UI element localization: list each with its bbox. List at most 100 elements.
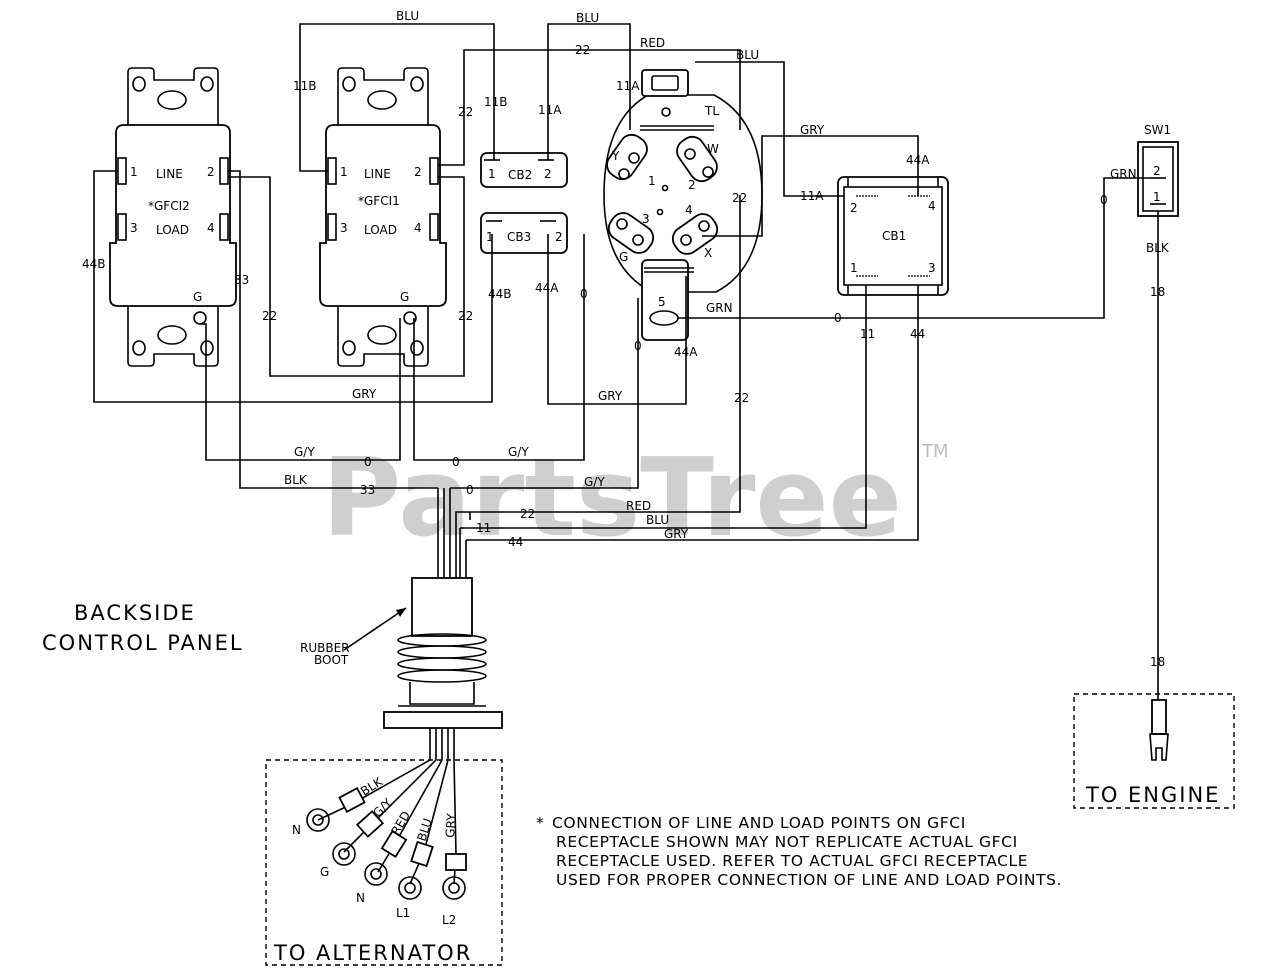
wires [93,23,1159,700]
ring-l2 [442,876,466,900]
footnote: * CONNECTION OF LINE AND LOAD POINTS ON … [536,814,1061,889]
label-blu-top3: BLU [736,48,759,62]
alt-wire-red: RED [388,809,413,838]
note-line-1: CONNECTION OF LINE AND LOAD POINTS ON GF… [552,814,966,832]
gfci1-ground-screw [403,311,417,325]
tl-w: W [707,142,719,156]
label-22-g1: 22 [458,309,473,323]
gfci2-load-label: LOAD [156,223,189,237]
gfci2-ground-screw [193,311,207,325]
wire-44b [93,170,493,403]
cb3-name: CB3 [507,230,531,244]
wire-0-tl [450,298,639,489]
gfci1-bottom-ear [337,305,429,367]
label-blk-sw: BLK [1146,241,1170,255]
note-marker: * [536,814,544,832]
label-22-gfci1: 22 [458,105,473,119]
gfci1-load-label: LOAD [364,223,397,237]
label-33: 33 [234,273,249,287]
cb1-t4: 4 [928,199,936,213]
label-0-tl: 0 [634,339,642,353]
cb1-inner [843,186,943,286]
alt-term-n2: N [356,891,365,905]
label-blu-top2: BLU [576,11,599,25]
gfci1-terminal-3 [327,213,337,241]
rubber-boot-label1: RUBBER [300,641,350,655]
tl-t2: 2 [688,178,696,192]
label-blu-top1: BLU [396,9,419,23]
tl-x: X [704,246,712,260]
gfci2-t2: 2 [207,165,215,179]
label-11b-left: 11B [293,79,317,93]
wire-gy-gfci2 [200,318,401,461]
tl-t1: 1 [648,174,656,188]
cb1-body [837,176,949,296]
tl-top-strap [641,69,689,97]
gfci2-body [109,124,237,307]
gfci1-t4: 4 [414,221,422,235]
sw1-switch: SW1 2 1 [1137,123,1179,217]
label-44a-tl: 44A [674,345,698,359]
engine-connector [1151,699,1167,735]
wire-red-22 [660,49,741,130]
gfci2-terminal-3 [117,213,127,241]
wire-11a-cb1 [695,61,844,197]
wire-22-tl [470,195,741,513]
alternator-box [265,759,503,966]
tl-pin-y [606,133,648,181]
sleeve-blu [410,840,434,868]
gfci1-top-ear [337,67,429,125]
label-gry-bot2: GRY [598,389,623,403]
cb2-t2: 2 [544,167,552,181]
gfci1-t1: 1 [340,165,348,179]
ring-n2 [364,862,388,886]
sw1-body [1137,141,1179,217]
label-0-grn: 0 [834,311,842,325]
tl-pin-w [676,135,718,183]
label-44b-left: 44B [82,257,106,271]
gfci1-t3: 3 [340,221,348,235]
cb2-body [480,152,568,188]
tl-pin-x [671,213,719,255]
panel-title: BACKSIDE CONTROL PANEL [42,601,242,655]
label-11-bus: 11 [476,521,491,535]
label-44b-mid: 44B [488,287,512,301]
alt-term-l1: L1 [396,906,410,920]
label-gy3: G/Y [584,475,605,489]
tl-pin-g [607,212,655,254]
cb1-t3: 3 [928,261,936,275]
wire-33 [228,170,438,489]
label-11a-tl: 11A [616,79,640,93]
tl-outline [603,94,763,293]
gfci2-terminal-4 [219,213,229,241]
rubber-boot: RUBBER BOOT [300,577,503,729]
label-red-top: RED [640,36,665,50]
gfci1-line-label: LINE [364,167,391,181]
label-11a-cb1: 11A [800,189,824,203]
label-gry-cb1: GRY [800,123,825,137]
gfci1-body [319,124,447,307]
wire-11b [299,23,495,172]
boot-neck [411,577,473,637]
gfci2-receptacle: 1 2 3 4 LINE *GFCI2 LOAD G [109,67,237,367]
tl-t5: 5 [658,295,666,309]
label-22-g2: 22 [262,309,277,323]
wire-bundle [437,488,471,578]
sw1-name: SW1 [1144,123,1171,137]
gfci2-top-ear [127,67,219,125]
cb1-breaker: 2 4 1 3 CB1 [837,176,949,296]
sw1-t1: 1 [1153,190,1161,204]
gfci2-bottom-ear [127,305,219,367]
ring-l1 [398,876,422,900]
gfci1-terminal-4 [429,213,439,241]
cb3-t2: 2 [555,230,563,244]
gfci2-t1: 1 [130,165,138,179]
wire-0-cb3 [413,234,585,461]
label-grn-tl: GRN [706,301,733,315]
tl-g: G [619,250,628,264]
wire-22-top [438,49,660,166]
cb3-breaker: 1 CB3 2 [480,212,568,254]
label-18-bot: 18 [1150,655,1165,669]
wire-labels: BLU BLU RED BLU 22 11B 11B 11A 11A 22 GR… [82,9,1170,669]
cb3-body [480,212,568,254]
